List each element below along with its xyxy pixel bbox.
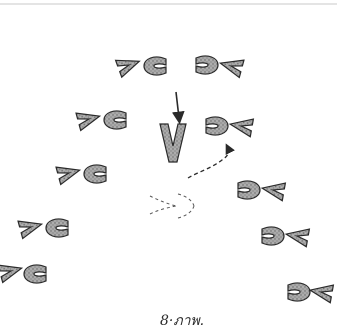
row1-left [116, 53, 166, 77]
figure-caption: 8·ภาพ. [160, 313, 204, 329]
row3-left [56, 161, 106, 184]
dashed-sketch [150, 194, 194, 218]
row3-right [238, 179, 285, 201]
row1-right [196, 54, 244, 77]
row2-left [76, 107, 126, 130]
curved-arrow [188, 148, 229, 178]
row4-left [18, 215, 68, 238]
row4-right [262, 225, 309, 247]
row2-center [160, 124, 186, 162]
down-arrow [176, 92, 179, 118]
row2-right [206, 115, 253, 137]
row5-left [0, 259, 46, 283]
row5-right [288, 281, 333, 303]
